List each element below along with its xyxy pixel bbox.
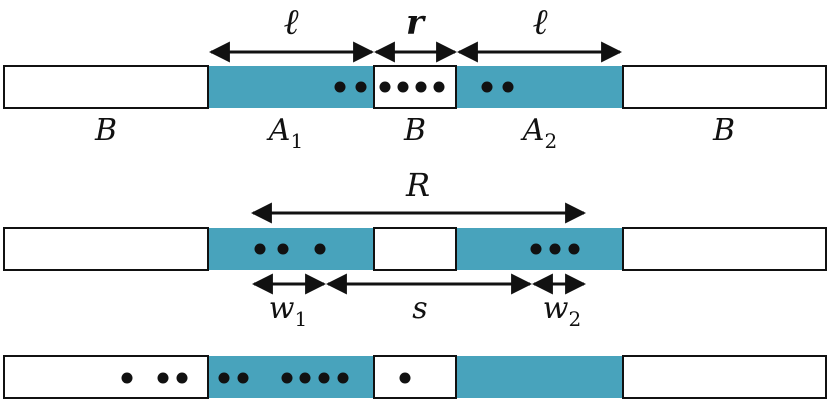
particle-dot [314, 243, 326, 255]
particle-dot [281, 372, 293, 384]
particle-dot [337, 372, 349, 384]
particle-dot [176, 372, 188, 384]
particle-dot [549, 243, 561, 255]
B-right-label: B [712, 113, 735, 148]
R-label: R [405, 166, 430, 204]
particle-dot [299, 372, 311, 384]
particle-dot [157, 372, 169, 384]
row-3 [3, 355, 827, 399]
particle-dot [254, 243, 266, 255]
A2-label: A2 [520, 113, 557, 153]
row-2: R w1 s w2 [3, 166, 827, 331]
particle-dot [334, 81, 346, 93]
w2-label: w2 [543, 291, 581, 331]
particle-dot [237, 372, 249, 384]
particle-dot [399, 372, 411, 384]
s-label: s [412, 291, 427, 326]
B-mid-label: B [403, 113, 426, 148]
particle-dot [218, 372, 230, 384]
particle-dot [355, 81, 367, 93]
region-B-right [622, 355, 827, 399]
particle-dot [481, 81, 493, 93]
w1-label: w1 [269, 291, 307, 331]
ell-left-label: ℓ [284, 2, 299, 43]
region-B-left [3, 65, 209, 109]
region-B-right [622, 65, 827, 109]
particle-dot [568, 243, 580, 255]
A1-label: A1 [266, 113, 303, 153]
region-A1 [209, 66, 374, 108]
particle-dot [397, 81, 409, 93]
region-B-mid [373, 227, 457, 271]
B-left-label: B [94, 113, 117, 148]
particle-dot [415, 81, 427, 93]
particle-dot [379, 81, 391, 93]
region-B-right [622, 227, 827, 271]
region-A2 [457, 356, 622, 398]
particle-dot [121, 372, 133, 384]
particle-dot [502, 81, 514, 93]
ell-right-label: ℓ [533, 2, 548, 43]
particle-dot [433, 81, 445, 93]
particle-dot [530, 243, 542, 255]
row-1: ℓ r ℓ B A1 B A2 B [3, 2, 827, 153]
particle-dot [277, 243, 289, 255]
region-B-left [3, 227, 209, 271]
r-label: r [406, 3, 426, 43]
region-A1 [209, 228, 374, 270]
region-B-left [3, 355, 209, 399]
particle-dot [318, 372, 330, 384]
region-B-mid [373, 355, 457, 399]
